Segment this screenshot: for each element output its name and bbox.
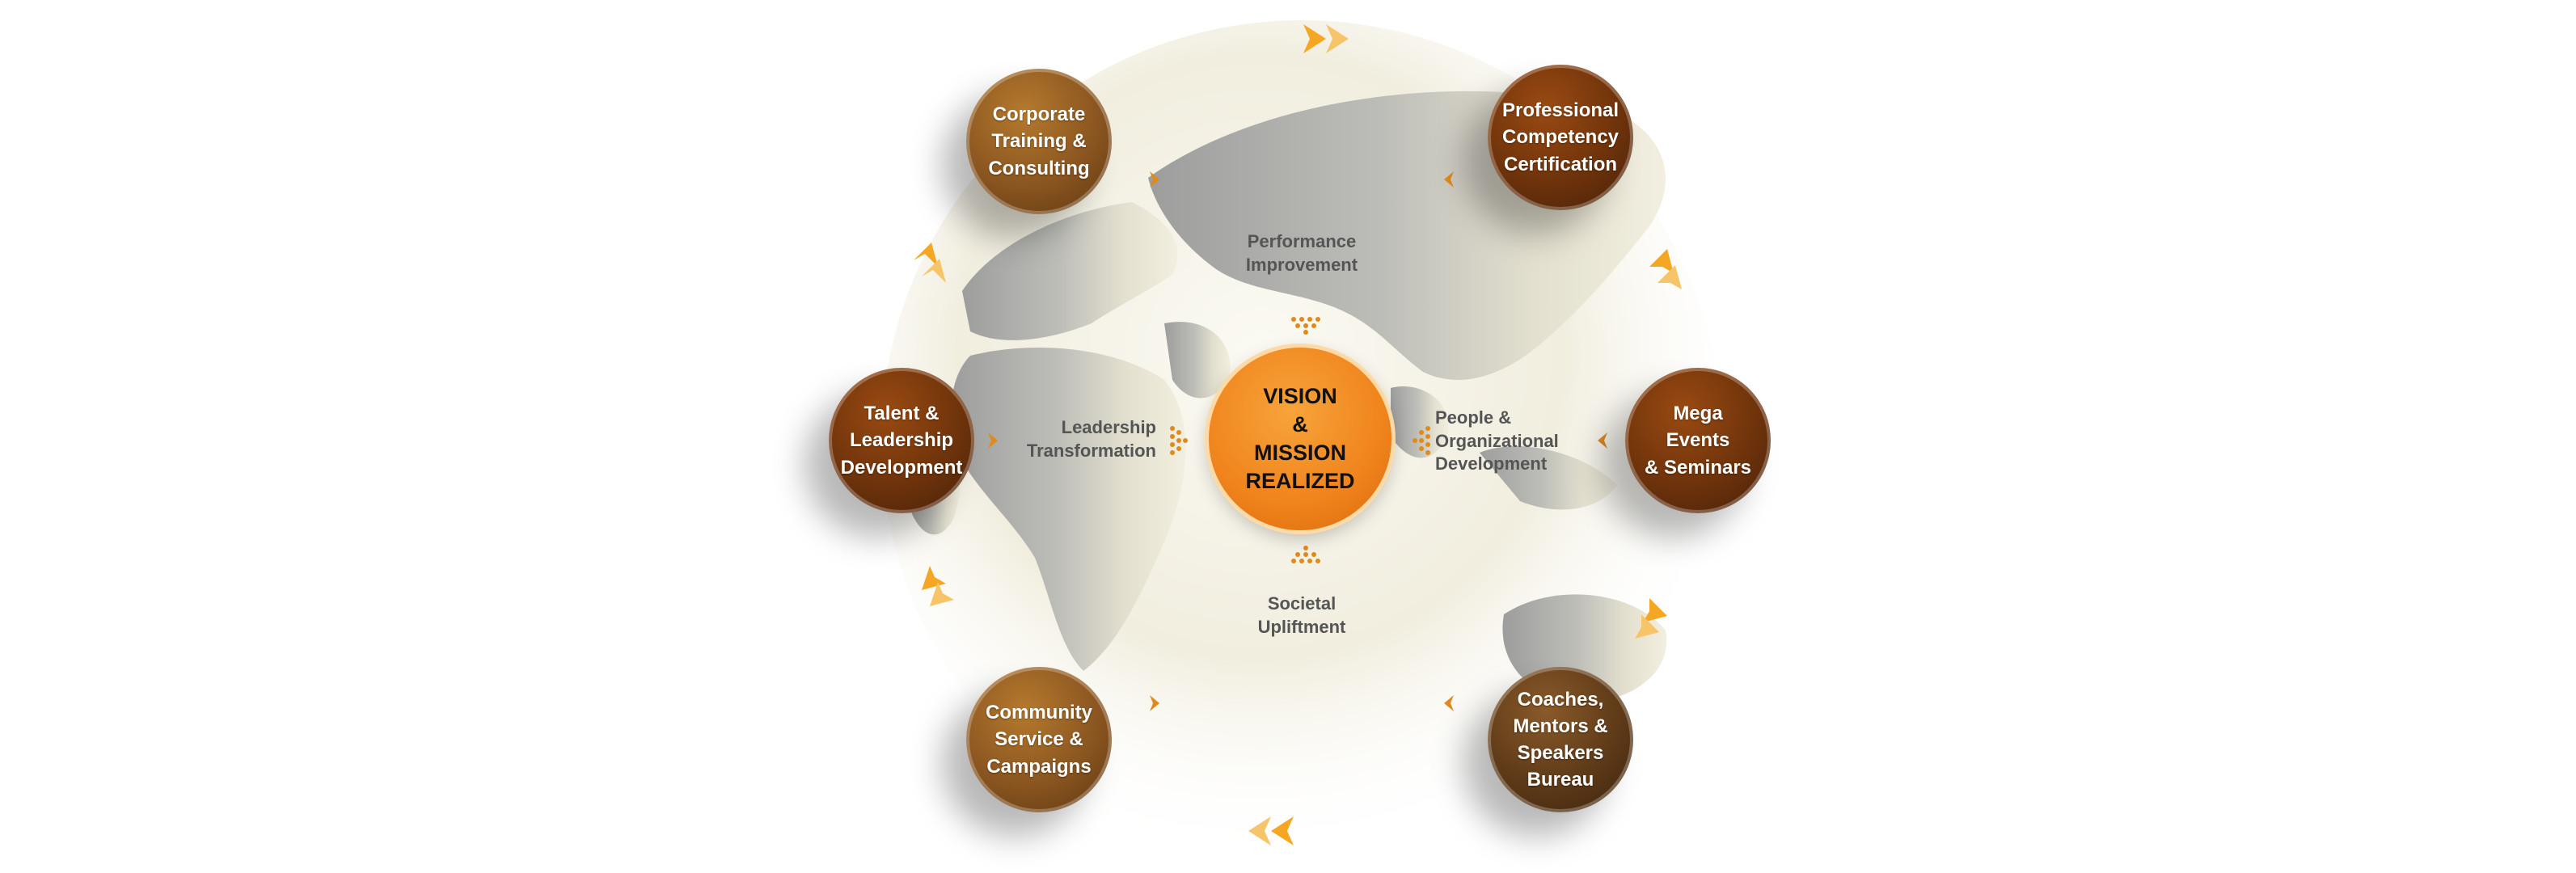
small-chevron-icon — [988, 171, 1607, 711]
node-talent-l2: Leadership — [849, 429, 954, 452]
node-professional-l3: Certification — [1504, 153, 1618, 175]
node-professional-l1: Professional — [1501, 99, 1620, 122]
label-people-l3: Development — [1435, 453, 1548, 474]
chevron-arrow-icon — [914, 24, 1682, 846]
label-performance-l2: Improvement — [1245, 254, 1358, 275]
center-line-4: REALIZED — [1245, 469, 1355, 494]
node-coaches-l2: Mentors & — [1513, 715, 1608, 737]
label-leadership-l2: Transformation — [1026, 440, 1156, 461]
label-people-l2: Organizational — [1435, 430, 1559, 451]
node-corporate-l1: Corporate — [992, 103, 1086, 126]
dot-arrow-icon — [1170, 317, 1430, 563]
node-corporate-l3: Consulting — [988, 157, 1090, 179]
label-societal-upliftment: Societal Upliftment — [1213, 593, 1391, 639]
label-leadership-transformation: Leadership Transformation — [995, 416, 1156, 462]
node-coaches-l3: Speakers — [1517, 742, 1604, 764]
node-mega-events: Mega Events & Seminars — [1625, 368, 1771, 513]
label-societal-l2: Upliftment — [1257, 616, 1346, 637]
node-talent-l3: Development — [840, 456, 963, 479]
label-people-organizational: People & Organizational Development — [1435, 407, 1613, 476]
center-line-1: VISION — [1263, 383, 1337, 408]
center-line-3: MISSION — [1253, 441, 1346, 465]
label-people-l1: People & — [1435, 407, 1512, 428]
label-performance-improvement: Performance Improvement — [1213, 230, 1391, 276]
node-talent-l1: Talent & — [864, 403, 940, 425]
node-corporate-l2: Training & — [991, 130, 1087, 153]
center-line-2: & — [1292, 411, 1308, 436]
node-professional-l2: Competency — [1501, 126, 1620, 149]
label-societal-l1: Societal — [1267, 593, 1337, 614]
node-community-l3: Campaigns — [986, 755, 1092, 778]
node-coaches-l1: Coaches, — [1517, 688, 1604, 711]
vision-mission-center: VISION & MISSION REALIZED — [1209, 348, 1391, 530]
node-community-l1: Community — [986, 702, 1092, 724]
label-leadership-l1: Leadership — [1061, 417, 1156, 437]
node-mega-l1: Mega Events — [1666, 403, 1730, 452]
label-performance-l1: Performance — [1247, 231, 1357, 251]
node-community-l2: Service & — [995, 728, 1083, 751]
node-coaches-l4: Bureau — [1527, 769, 1594, 791]
node-mega-l2: & Seminars — [1644, 456, 1752, 479]
